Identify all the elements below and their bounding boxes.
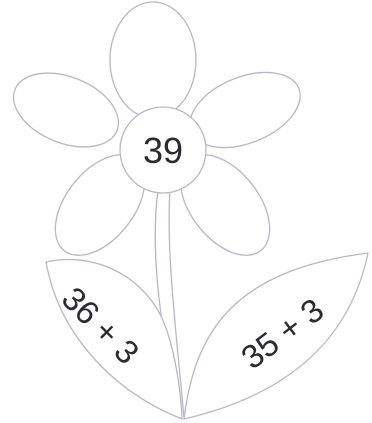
- petal-top: [110, 2, 196, 118]
- center-number: 39: [143, 130, 183, 171]
- petal-upper-left: [3, 59, 130, 161]
